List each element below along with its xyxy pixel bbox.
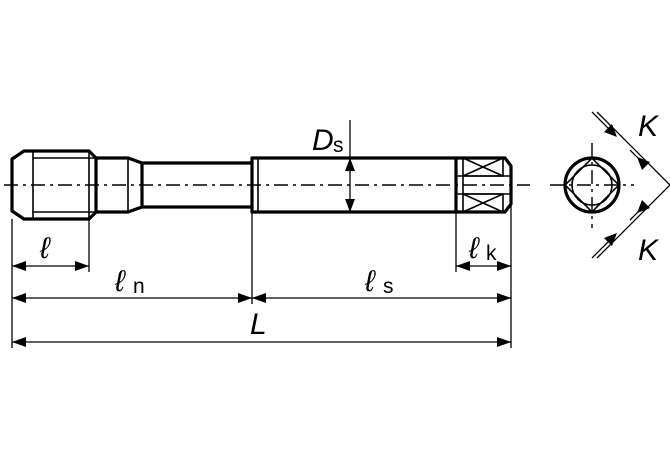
dimension-neck-length: ℓ n bbox=[12, 265, 252, 303]
end-view-square bbox=[563, 156, 621, 214]
square-face-bottom bbox=[462, 193, 504, 213]
end-view: K K bbox=[550, 110, 670, 267]
dimension-shank-diameter: D s bbox=[312, 120, 355, 212]
square-length-subscript: k bbox=[486, 242, 497, 265]
end-view-inner-circle bbox=[571, 164, 613, 206]
shank-length-subscript: s bbox=[383, 275, 394, 298]
dimension-square-length: ℓ k bbox=[456, 232, 511, 271]
square-size-label-bottom: K bbox=[638, 234, 660, 267]
shank-diameter-subscript: s bbox=[333, 134, 344, 157]
overall-length-label: L bbox=[250, 308, 267, 341]
shank-diameter-label: D bbox=[312, 124, 334, 157]
shank-length-label: ℓ bbox=[364, 265, 376, 298]
neck bbox=[140, 161, 254, 209]
thread-length-label: ℓ bbox=[39, 232, 51, 265]
square-size-label-top: K bbox=[638, 110, 660, 143]
extension-lines bbox=[11, 204, 512, 348]
square-length-label: ℓ bbox=[468, 232, 480, 265]
neck-length-subscript: n bbox=[133, 275, 145, 298]
dimension-shank-length: ℓ s bbox=[252, 265, 511, 303]
dimension-overall-length: L bbox=[12, 308, 511, 347]
square-face-top bbox=[462, 157, 504, 177]
dimension-thread-length: ℓ bbox=[12, 232, 89, 271]
neck-length-label: ℓ bbox=[114, 265, 126, 298]
